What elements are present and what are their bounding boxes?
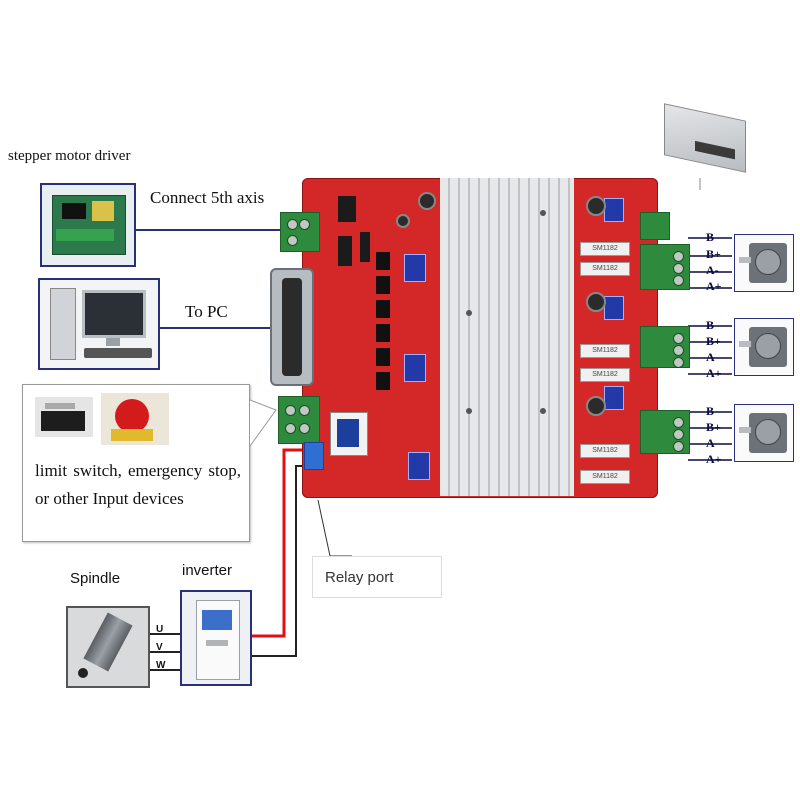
relay-port-connector — [304, 442, 324, 470]
stepper-driver-label: stepper motor driver — [8, 148, 131, 164]
phase-label: V — [156, 642, 163, 653]
stepper-motor-image — [734, 234, 794, 292]
motor-pin-label: A- — [706, 350, 719, 364]
motor-pin-label: B- — [706, 404, 718, 418]
motor-pin-label: B+ — [706, 334, 721, 348]
stepper-motor-image — [734, 404, 794, 462]
spindle-label: Spindle — [70, 570, 121, 587]
driver-chip: SM1182 — [580, 444, 630, 458]
stepper-motor-image — [734, 318, 794, 376]
motor-pin-label: B+ — [706, 420, 721, 434]
fifth-axis-terminal — [280, 212, 320, 252]
input-terminal — [278, 396, 320, 444]
relay-component — [330, 412, 368, 456]
driver-chip: SM1182 — [580, 344, 630, 358]
motor-pin-label: A- — [706, 436, 719, 450]
spindle-image — [66, 606, 150, 688]
limit-switch-image — [35, 397, 93, 437]
axis-terminal — [640, 410, 690, 454]
heatsink — [440, 178, 574, 496]
motor-pin-label: A- — [706, 263, 719, 277]
wire-relay-red — [252, 448, 306, 638]
relay-port-box: Relay port — [312, 556, 442, 598]
phase-label: U — [156, 624, 164, 635]
callout-pointer — [249, 399, 277, 447]
driver-chip: SM1182 — [580, 368, 630, 382]
input-devices-text: limit switch, emergency stop, or other I… — [35, 461, 241, 508]
axis-terminal — [640, 326, 690, 368]
axis-terminal — [640, 244, 690, 290]
fifth-axis-label: Connect 5th axis — [150, 188, 265, 207]
relay-pointer — [317, 499, 352, 557]
driver-chip: SM1182 — [580, 470, 630, 484]
motor-pin-label: B+ — [706, 247, 721, 261]
inverter-image — [180, 590, 252, 686]
phase-label: W — [156, 660, 166, 671]
motor-pin-label: A+ — [706, 366, 722, 380]
to-pc-label: To PC — [185, 302, 228, 321]
input-devices-callout: limit switch, emergency stop, or other I… — [22, 384, 250, 542]
axis-terminal — [640, 212, 670, 240]
motor-pin-label: A+ — [706, 452, 722, 466]
stepper-driver-image — [40, 183, 136, 267]
db25-connector — [270, 268, 314, 386]
driver-chip: SM1182 — [580, 262, 630, 276]
pc-image — [38, 278, 160, 370]
relay-port-label: Relay port — [325, 569, 394, 586]
inverter-label: inverter — [182, 562, 233, 579]
emergency-stop-image — [101, 393, 169, 445]
motor-pin-label: B- — [706, 318, 718, 332]
motor-pin-label: A+ — [706, 279, 722, 293]
motor-pin-label: B- — [706, 230, 718, 244]
driver-chip: SM1182 — [580, 242, 630, 256]
